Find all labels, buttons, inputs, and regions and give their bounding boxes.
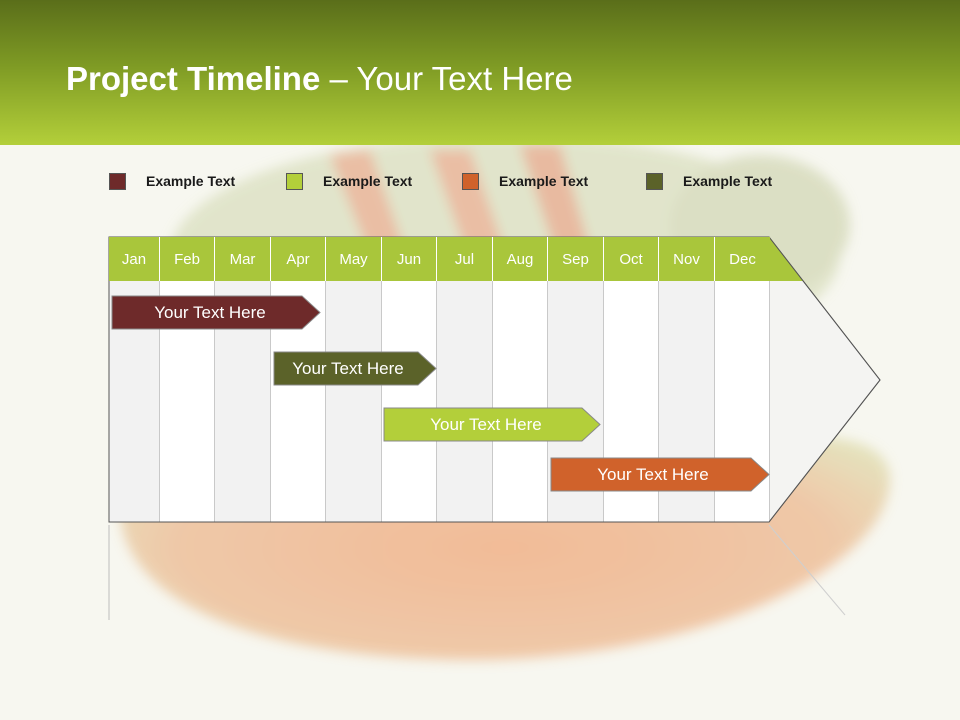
legend-label-1: Example Text: [146, 173, 236, 189]
legend-item-2: Example Text: [286, 171, 412, 191]
legend-item-3: Example Text: [462, 171, 588, 191]
month-header-nov: Nov: [659, 237, 715, 281]
task-arrow-shape-3: [383, 407, 601, 442]
month-header-jun: Jun: [382, 237, 437, 281]
legend-item-4: Example Text: [646, 171, 772, 191]
month-header-sep: Sep: [548, 237, 604, 281]
month-header-mar: Mar: [215, 237, 271, 281]
month-header-jan: Jan: [109, 237, 160, 281]
month-header-feb: Feb: [160, 237, 215, 281]
title-bold: Project Timeline: [66, 60, 321, 97]
month-header-may: May: [326, 237, 382, 281]
month-column-mar: [215, 237, 271, 522]
month-header-oct: Oct: [604, 237, 659, 281]
month-column-aug: [493, 237, 548, 522]
month-header-apr: Apr: [271, 237, 326, 281]
task-label-1: Your Text Here: [154, 302, 266, 322]
legend-swatch-4: [646, 172, 663, 190]
task-bar-4[interactable]: Your Text Here: [550, 457, 770, 492]
month-column-feb: [160, 237, 215, 522]
task-bar-2[interactable]: Your Text Here: [273, 351, 437, 386]
legend-label-4: Example Text: [683, 173, 773, 189]
header-band: Project Timeline – Your Text Here: [0, 0, 960, 145]
legend-label-3: Example Text: [499, 173, 589, 189]
task-label-3: Your Text Here: [430, 414, 542, 434]
month-header-aug: Aug: [493, 237, 548, 281]
task-arrow-shape-4: [550, 457, 770, 492]
task-bar-1[interactable]: Your Text Here: [111, 295, 321, 330]
month-header-jul: Jul: [437, 237, 493, 281]
legend-swatch-3: [462, 172, 479, 190]
task-bar-3[interactable]: Your Text Here: [383, 407, 601, 442]
task-arrow-shape-2: [273, 351, 437, 386]
month-column-jul: [437, 237, 493, 522]
legend-label-2: Example Text: [323, 173, 413, 189]
task-label-2: Your Text Here: [292, 358, 404, 378]
task-arrow-shape-1: [111, 295, 321, 330]
month-header-dec: Dec: [715, 237, 770, 281]
legend-swatch-2: [286, 172, 303, 190]
month-column-jan: [109, 237, 160, 522]
task-label-4: Your Text Here: [597, 464, 709, 484]
legend-item-1: Example Text: [109, 171, 235, 191]
title-rest: – Your Text Here: [320, 60, 573, 97]
page-title: Project Timeline – Your Text Here: [66, 60, 573, 98]
legend-swatch-1: [109, 172, 126, 190]
